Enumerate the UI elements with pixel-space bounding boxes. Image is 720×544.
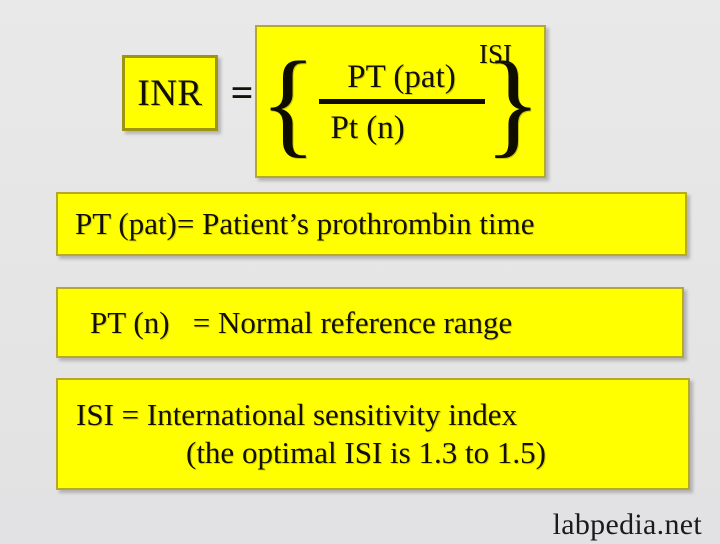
definition-box-pt-n: PT (n) = Normal reference range <box>56 287 684 358</box>
fraction-numerator: PT (pat) <box>347 58 456 95</box>
isi-exponent: ISI <box>479 39 512 69</box>
inr-label: INR <box>137 72 203 114</box>
watermark-labpedia: labpedia.net <box>552 508 702 541</box>
definition-text-pt-n: PT (n) = Normal reference range <box>90 304 513 340</box>
inr-term-box: INR <box>122 55 218 131</box>
fraction: PT (pat) Pt (n) <box>318 58 485 147</box>
fraction-bar <box>318 98 485 104</box>
brace-open-glyph: { <box>259 37 317 169</box>
definition-text-isi-line1: ISI = International sensitivity index <box>76 397 518 433</box>
brace-close-glyph: } <box>484 37 542 169</box>
equals-sign: = <box>230 70 254 115</box>
definition-box-pt-pat: PT (pat)= Patient’s prothrombin time <box>56 192 687 256</box>
formula-box: { PT (pat) Pt (n) } ISI <box>255 25 546 178</box>
formula-expression: { PT (pat) Pt (n) } <box>257 27 544 176</box>
definition-text-pt-pat: PT (pat)= Patient’s prothrombin time <box>75 206 535 242</box>
definition-box-isi: ISI = International sensitivity index (t… <box>56 378 690 490</box>
definition-text-isi-line2: (the optimal ISI is 1.3 to 1.5) <box>186 435 546 470</box>
fraction-denominator: Pt (n) <box>330 109 405 146</box>
